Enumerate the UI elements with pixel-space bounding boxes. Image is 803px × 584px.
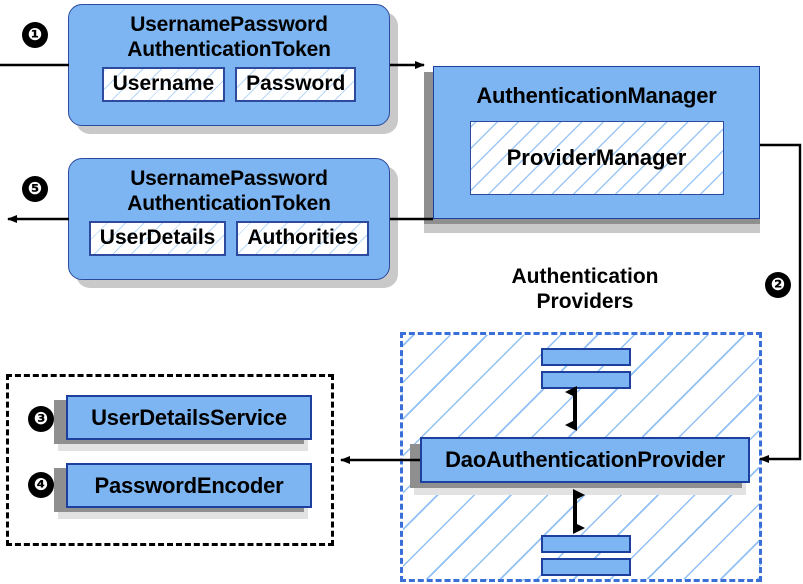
authentication-manager-box: AuthenticationManager ProviderManager: [433, 66, 760, 219]
dao-authentication-provider-box: DaoAuthenticationProvider: [420, 437, 750, 483]
step-badge-1: ❶: [22, 22, 48, 48]
step-badge-4: ❹: [28, 472, 54, 498]
response-token-box: UsernamePassword AuthenticationToken Use…: [68, 158, 390, 280]
provider-placeholder-3: [541, 535, 631, 553]
authentication-manager-title: AuthenticationManager: [476, 83, 717, 108]
step-badge-2: ❷: [765, 272, 791, 298]
provider-placeholder-4: [541, 558, 631, 576]
authentication-providers-caption: Authentication Providers: [511, 265, 659, 313]
response-token-fields: UserDetails Authorities: [88, 221, 370, 256]
field-username: Username: [101, 67, 226, 102]
provider-placeholder-1: [541, 348, 631, 366]
field-userdetails: UserDetails: [88, 221, 227, 256]
collaborators-container: [6, 374, 334, 546]
field-password: Password: [235, 67, 357, 102]
response-token-title: UsernamePassword AuthenticationToken: [127, 167, 331, 215]
provider-placeholder-2: [541, 371, 631, 389]
step-badge-3: ❸: [28, 406, 54, 432]
connector-manager-to-provider: [759, 143, 802, 463]
field-authorities: Authorities: [236, 221, 370, 256]
provider-manager-box: ProviderManager: [469, 121, 724, 195]
request-token-fields: Username Password: [101, 67, 357, 102]
passwordencoder-box: PasswordEncoder: [66, 463, 312, 508]
step-badge-5: ❺: [22, 176, 48, 202]
request-token-title: UsernamePassword AuthenticationToken: [127, 13, 331, 61]
request-token-box: UsernamePassword AuthenticationToken Use…: [68, 4, 390, 126]
userdetailsservice-box: UserDetailsService: [66, 395, 312, 440]
